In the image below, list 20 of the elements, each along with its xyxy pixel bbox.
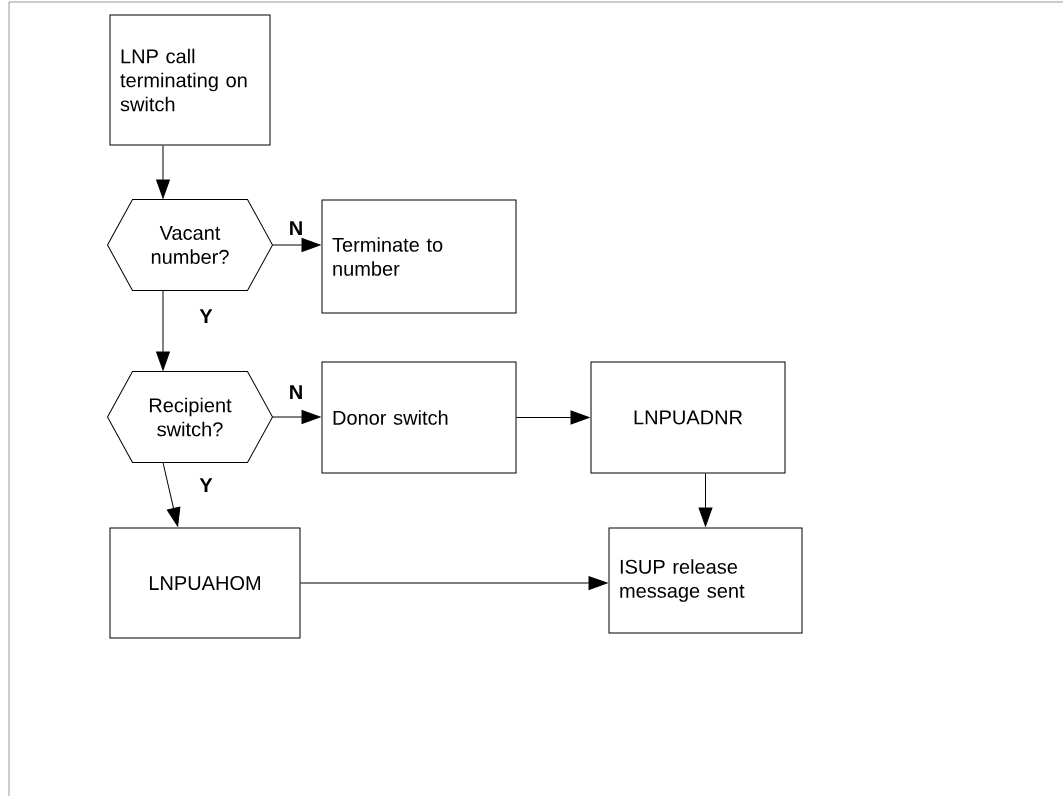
process-box: LNPUADNR [590, 361, 786, 474]
process-box: ISUP release message sent [608, 527, 803, 634]
process-box: Donor switch [321, 361, 517, 474]
edge-label: Y [198, 477, 214, 493]
arrow [272, 238, 321, 252]
arrow [516, 410, 590, 425]
decision-hexagon: Recipient switch? [107, 371, 273, 463]
decision-hexagon: Vacant number? [107, 199, 273, 291]
arrow [698, 473, 713, 527]
arrow [272, 410, 321, 424]
process-box: Terminate to number [321, 199, 517, 314]
edge-label: N [287, 384, 305, 400]
arrow [156, 290, 170, 371]
process-box: LNPUAHOM [109, 527, 301, 639]
arrow [156, 145, 170, 199]
arrow [162, 462, 181, 527]
arrow [300, 576, 608, 590]
edge-label: Y [198, 308, 214, 324]
edge-label: N [287, 220, 305, 236]
process-box: LNP call terminating on switch [109, 14, 271, 146]
